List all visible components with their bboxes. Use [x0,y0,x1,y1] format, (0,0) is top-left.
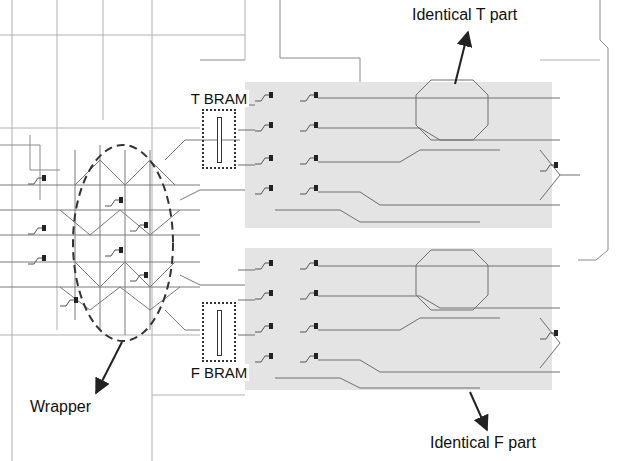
grid-lines [0,0,600,461]
wrapper-outline [73,145,173,341]
bram-core [217,310,222,356]
part-label: Identical T part [410,6,519,24]
part-label: Wrapper [28,398,93,416]
t-part-wires [238,80,580,222]
routing-wires [0,0,608,260]
leader-arrows [96,32,487,430]
bram-core [217,117,222,163]
part-label: Identical F part [428,434,538,452]
bram-block: T BRAM [189,90,249,171]
bram-label: F BRAM [189,364,250,381]
bram-label: T BRAM [189,90,249,107]
f-part-wires [238,250,560,388]
t-part-region [245,82,552,228]
bram-outline [202,302,236,362]
wrapper-wires [0,140,245,335]
f-part-region [245,248,552,390]
bram-block: F BRAM [189,300,250,381]
bram-outline [202,109,236,169]
